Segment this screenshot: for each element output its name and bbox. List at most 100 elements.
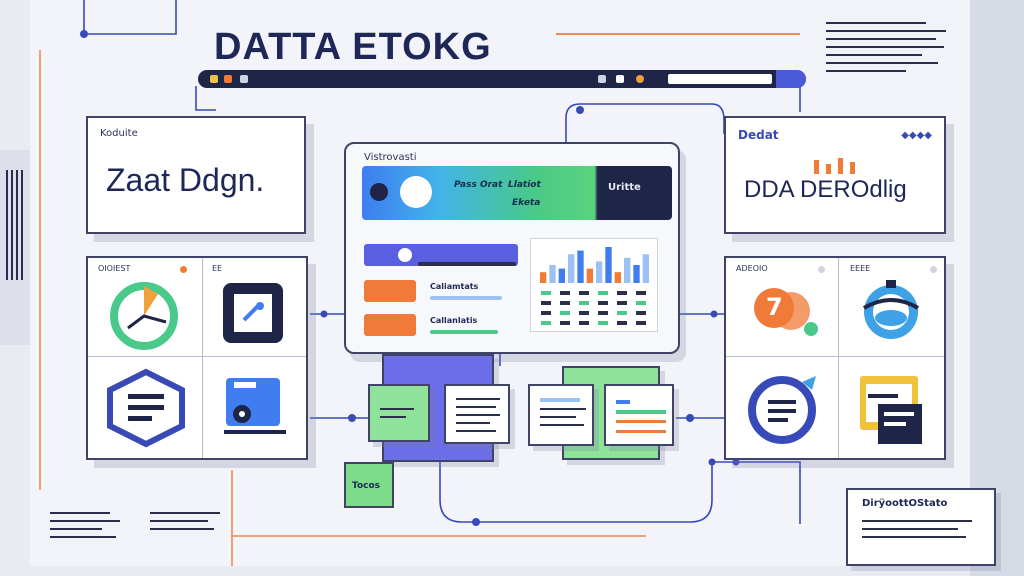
right-title-card: Dedat ◆◆◆◆ DDA DEROdlig	[724, 116, 946, 234]
progress-line	[430, 330, 498, 334]
grid-tag: ADEOIO	[736, 264, 768, 273]
legend-card: DirÿoottOStato	[846, 488, 996, 566]
chart-bar	[568, 254, 575, 283]
right-strip	[970, 0, 1024, 576]
left-title-card: Koduite Zaat Ddgn.	[86, 116, 306, 234]
row-label: Callanlatis	[430, 316, 478, 325]
top-right-text-block	[826, 22, 946, 78]
chart-grid-cell	[541, 321, 551, 325]
tocos-label: Tocos	[352, 481, 381, 491]
toolbar-action-cap[interactable]	[776, 70, 806, 88]
toolbar-search-field[interactable]	[668, 74, 772, 84]
chart-grid-cell	[541, 291, 551, 295]
list-ring-icon[interactable]	[744, 370, 824, 446]
banner-text-c: Eketa	[512, 198, 541, 208]
banner-icon	[370, 183, 388, 201]
progress-line	[430, 296, 502, 300]
right-stack-doc[interactable]	[528, 384, 594, 446]
bottom-left-text-block-2	[150, 512, 220, 536]
left-edge-strip	[0, 150, 30, 345]
chart-grid-cell	[636, 291, 646, 295]
top-toolbar[interactable]	[198, 70, 806, 88]
mini-bars-icon	[814, 158, 858, 174]
card-tag: Koduite	[100, 128, 138, 139]
grid-tag: EEEE	[850, 264, 871, 273]
banner-circle-icon	[400, 176, 432, 208]
card-tag: Dedat	[738, 128, 779, 142]
status-dot	[180, 266, 187, 273]
hexagon-doc-icon[interactable]	[104, 368, 188, 448]
chart-grid-cell	[617, 291, 627, 295]
chart-bar	[605, 247, 612, 283]
center-stack-doc[interactable]	[444, 384, 510, 444]
central-dashboard: Vistrovasti Pass Orat Llatiot Eketa Urit…	[344, 142, 680, 354]
chart-grid-cell	[579, 301, 589, 305]
dashboard-bar-chart	[530, 238, 658, 332]
chart-bar	[624, 257, 631, 283]
doc-stack-icon[interactable]	[856, 374, 926, 448]
grid-tag: OIOIEST	[98, 264, 131, 273]
chart-grid-cell	[541, 311, 551, 315]
chart-grid-cell	[560, 311, 570, 315]
left-icon-grid: OIOIEST EE	[86, 256, 308, 460]
chart-grid-cell	[598, 311, 608, 315]
chart-grid-cell	[636, 311, 646, 315]
chart-bar	[549, 265, 556, 283]
seven-badge-icon[interactable]: 7	[748, 286, 822, 340]
toolbar-icon[interactable]	[240, 75, 248, 83]
dashboard-tag: Vistrovasti	[364, 152, 417, 163]
chart-grid-cell	[541, 301, 551, 305]
banner-dark-label: Uritte	[608, 182, 641, 193]
green-donut-icon[interactable]	[108, 280, 180, 352]
globe-icon[interactable]	[860, 278, 922, 342]
tocos-node[interactable]: Tocos	[344, 462, 394, 508]
disc-icon[interactable]	[220, 376, 290, 442]
toolbar-icon[interactable]	[598, 75, 606, 83]
banner-text-b: Llatiot	[508, 180, 541, 190]
chart-grid-cell	[617, 321, 627, 325]
progress-line	[418, 262, 516, 266]
right-icon-grid: ADEOIO EEEE 7	[724, 256, 946, 460]
center-stack-green[interactable]	[368, 384, 430, 442]
diagram-title: DATTA ETOKG	[214, 26, 492, 68]
chart-grid-cell	[579, 311, 589, 315]
toolbar-icon[interactable]	[636, 75, 644, 83]
chart-bar	[633, 265, 640, 283]
chart-bar	[596, 261, 603, 283]
chart-bar	[540, 272, 547, 283]
legend-label: DirÿoottOStato	[862, 498, 948, 509]
chart-grid-cell	[636, 321, 646, 325]
chart-bar	[642, 254, 649, 283]
chart-bar	[558, 268, 565, 283]
chart-grid-cell	[598, 291, 608, 295]
dashboard-banner[interactable]: Pass Orat Llatiot Eketa Uritte	[362, 166, 672, 220]
dashboard-row-pill[interactable]	[364, 280, 416, 302]
banner-text-a: Pass Orat	[454, 180, 503, 190]
right-stack-table[interactable]	[604, 384, 674, 446]
chart-bar	[577, 250, 584, 283]
chart-grid-cell	[560, 291, 570, 295]
status-dot	[930, 266, 937, 273]
toolbar-icon[interactable]	[224, 75, 232, 83]
chart-grid-cell	[560, 301, 570, 305]
chart-grid-cell	[598, 321, 608, 325]
toolbar-icon[interactable]	[210, 75, 218, 83]
bottom-left-text-block	[50, 512, 120, 544]
chart-grid-cell	[560, 321, 570, 325]
chart-grid-cell	[598, 301, 608, 305]
status-dot	[818, 266, 825, 273]
chart-grid-cell	[636, 301, 646, 305]
card-icon-row: ◆◆◆◆	[901, 130, 932, 141]
dashboard-row-pill[interactable]	[364, 314, 416, 336]
card-title: Zaat Ddgn.	[106, 162, 265, 198]
toolbar-icon[interactable]	[616, 75, 624, 83]
chart-grid-cell	[617, 311, 627, 315]
grid-tag: EE	[212, 264, 223, 273]
blue-tile-icon[interactable]	[220, 280, 286, 346]
chart-grid-cell	[579, 291, 589, 295]
bar-chart-svg	[540, 247, 649, 325]
seven-badge-label: 7	[766, 293, 783, 321]
pill-circle-icon	[398, 248, 412, 262]
chart-bar	[586, 268, 593, 283]
